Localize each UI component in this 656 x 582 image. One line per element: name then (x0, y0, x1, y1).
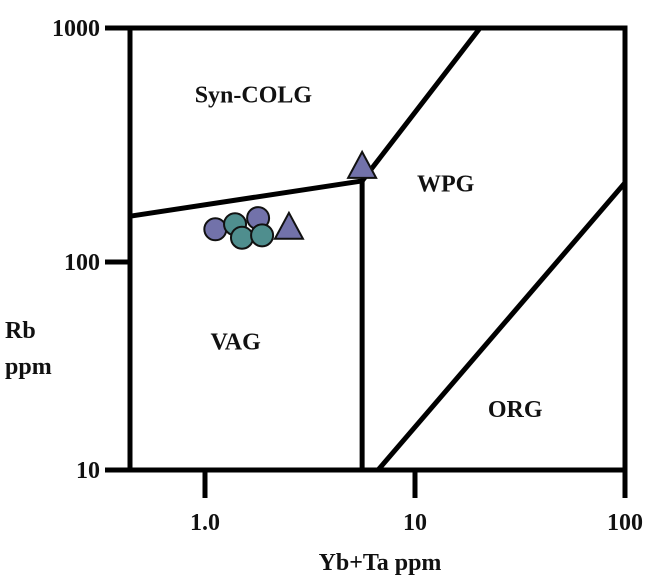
field-label-wpg: WPG (417, 172, 475, 198)
y-axis-label: ppm (5, 354, 52, 380)
x-tick-label: 100 (607, 510, 643, 536)
purple-triangles-point (346, 149, 378, 179)
field-label-syn-colg: Syn-COLG (195, 83, 313, 109)
x-tick-label: 1.0 (190, 510, 220, 536)
y-tick-label: 1000 (52, 16, 100, 42)
boundary-syncolg-wpg (360, 26, 483, 183)
purple-circles-point (203, 217, 228, 242)
x-tick-label: 10 (403, 510, 427, 536)
purple-triangles-point (273, 210, 305, 240)
y-tick-label: 10 (76, 458, 100, 484)
field-label-org: ORG (488, 397, 543, 423)
y-axis-label: Rb (5, 318, 36, 344)
teal-circles-point (229, 225, 254, 250)
x-axis-label: Yb+Ta ppm (319, 550, 442, 576)
field-label-vag: VAG (211, 329, 262, 355)
plot-frame (127, 25, 628, 473)
teal-circles-point (250, 223, 275, 248)
y-tick-label: 100 (64, 250, 100, 276)
boundary-wpg-org (376, 181, 627, 472)
boundary-syncolg-vag (129, 178, 363, 219)
